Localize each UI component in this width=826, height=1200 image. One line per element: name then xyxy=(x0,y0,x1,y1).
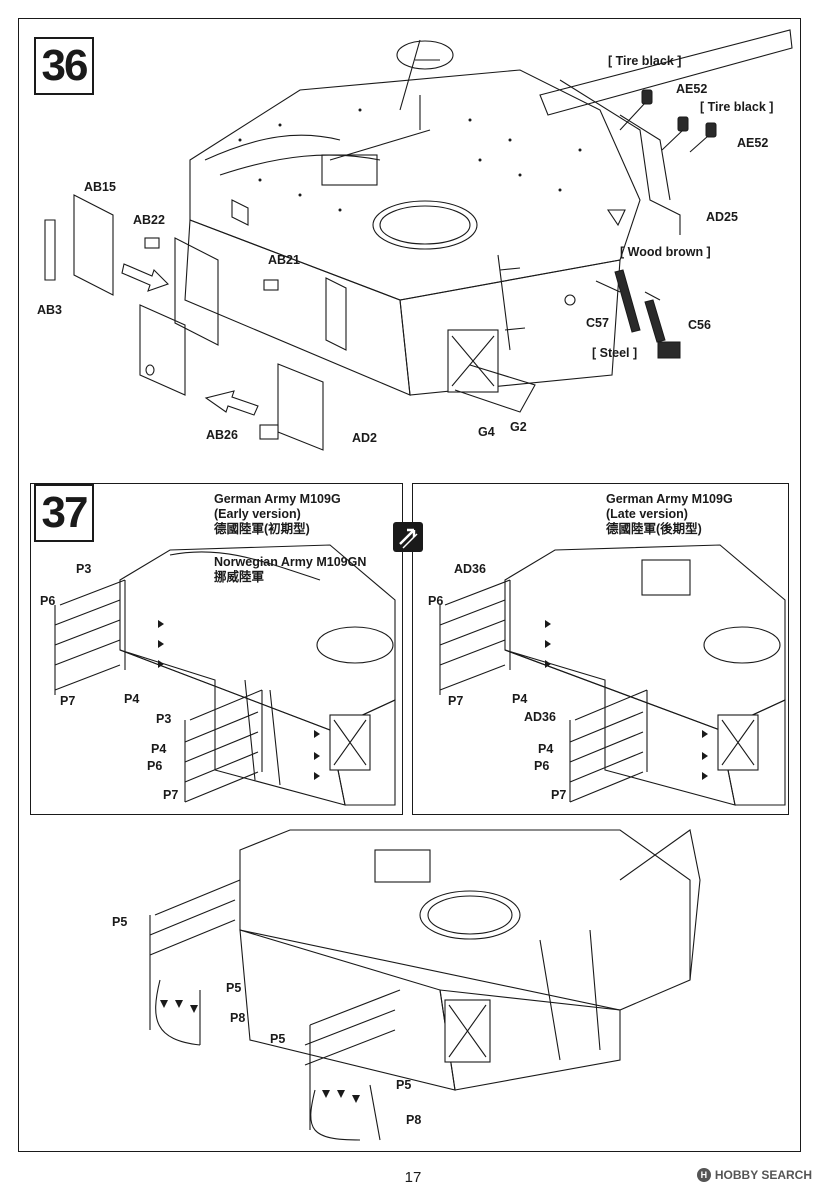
color-note-tire-black-2: [ Tire black ] xyxy=(700,100,774,114)
part-label-ad36-lower: AD36 xyxy=(524,710,556,724)
step36-hull-drawing xyxy=(44,29,793,451)
part-label-c56: C56 xyxy=(688,318,711,332)
part-label-p7-upper-late: P7 xyxy=(448,694,464,708)
part-label-p8-right: P8 xyxy=(406,1113,422,1127)
watermark-logo-icon: H xyxy=(696,1168,711,1182)
part-label-p5-mid-left: P5 xyxy=(226,981,242,995)
part-label-p6-upper-late: P6 xyxy=(428,594,444,608)
step37-early-drawing xyxy=(54,544,396,806)
step-number-36: 36 xyxy=(34,37,94,95)
variant-early-chinese: 德國陸軍(初期型) xyxy=(214,522,310,536)
watermark: H HOBBY SEARCH xyxy=(696,1168,812,1182)
part-label-ab21: AB21 xyxy=(268,253,300,267)
variant-norwegian-chinese: 挪威陸軍 xyxy=(214,570,265,584)
part-label-ae52-a: AE52 xyxy=(676,82,708,96)
variant-late-chinese: 德國陸軍(後期型) xyxy=(606,522,702,536)
variant-early-title: German Army M109G xyxy=(214,492,341,506)
variant-late-subtitle: (Late version) xyxy=(606,507,688,521)
color-note-tire-black-1: [ Tire black ] xyxy=(608,54,682,68)
part-label-ad36-upper: AD36 xyxy=(454,562,486,576)
part-label-ad2: AD2 xyxy=(352,431,378,445)
part-label-p4-lower-late: P4 xyxy=(538,742,554,756)
part-label-p7-upper: P7 xyxy=(60,694,76,708)
part-label-c57: C57 xyxy=(586,316,609,330)
part-label-p5-top-right: P5 xyxy=(270,1032,286,1046)
part-label-p4-upper-late: P4 xyxy=(512,692,528,706)
part-label-p3-lower: P3 xyxy=(156,712,172,726)
part-label-g2: G2 xyxy=(510,420,527,434)
part-label-p5-top-left: P5 xyxy=(112,915,128,929)
part-label-p6-upper: P6 xyxy=(40,594,56,608)
part-label-p8-left: P8 xyxy=(230,1011,246,1025)
variant-norwegian-title: Norwegian Army M109GN xyxy=(214,555,367,569)
watermark-text: HOBBY SEARCH xyxy=(714,1168,812,1182)
part-label-ae52-b: AE52 xyxy=(737,136,769,150)
part-label-p7-lower: P7 xyxy=(163,788,179,802)
part-label-p6-lower-late: P6 xyxy=(534,759,550,773)
part-label-p4-lower: P4 xyxy=(151,742,167,756)
part-label-p3-upper: P3 xyxy=(76,562,92,576)
bottom-assembly-drawing xyxy=(149,829,701,1141)
variant-swap-icon xyxy=(393,522,423,552)
step37-panel-early xyxy=(30,483,403,815)
part-label-ab3: AB3 xyxy=(37,303,63,317)
part-label-p6-lower: P6 xyxy=(147,759,163,773)
part-label-p5-mid-right: P5 xyxy=(396,1078,412,1092)
step-number-37: 37 xyxy=(34,484,94,542)
page-number: 17 xyxy=(404,1169,422,1186)
variant-early-subtitle: (Early version) xyxy=(214,507,301,521)
part-label-p7-lower-late: P7 xyxy=(551,788,567,802)
step37-panel-late xyxy=(412,483,789,815)
page-frame xyxy=(18,18,801,1152)
variant-late-title: German Army M109G xyxy=(606,492,733,506)
part-label-ab15: AB15 xyxy=(84,180,116,194)
part-label-g4: G4 xyxy=(478,425,495,439)
part-label-ad25: AD25 xyxy=(706,210,738,224)
step37-late-drawing xyxy=(439,544,786,806)
part-label-p4-upper: P4 xyxy=(124,692,140,706)
part-label-ab26: AB26 xyxy=(206,428,238,442)
color-note-steel: [ Steel ] xyxy=(592,346,638,360)
color-note-wood-brown: [ Wood brown ] xyxy=(620,245,711,259)
part-label-ab22: AB22 xyxy=(133,213,165,227)
